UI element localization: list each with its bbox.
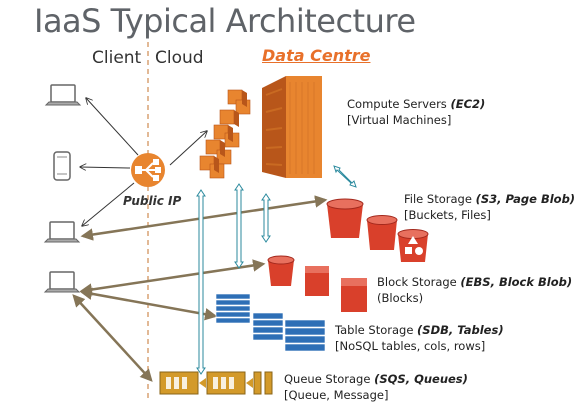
- compute-servers-icon: [199, 76, 322, 179]
- mobile-phone-icon: [53, 151, 71, 181]
- cloud-region-label: Cloud: [155, 48, 204, 68]
- data-centre-label: Data Centre: [262, 46, 371, 65]
- table-storage-icon: [215, 293, 326, 352]
- block-storage-label: Block Storage (EBS, Block Blob) (Blocks): [377, 275, 573, 305]
- queue-storage-label: Queue Storage (SQS, Queues) [Queue, Mess…: [284, 372, 468, 402]
- block-storage-icon: [267, 255, 367, 312]
- public-ip-icon: [131, 153, 165, 187]
- internal-data-arrows: [196, 165, 357, 375]
- laptop-icon-1: [44, 84, 82, 106]
- client-region-label: Client: [92, 48, 142, 68]
- architecture-diagram: [43, 42, 429, 398]
- laptop-icon-2: [43, 221, 81, 243]
- page-title: IaaS Typical Architecture: [34, 2, 416, 40]
- laptop-icon-3: [43, 271, 81, 293]
- file-storage-buckets-icon: [326, 198, 429, 262]
- table-storage-label: Table Storage (SDB, Tables) [NoSQL table…: [335, 323, 504, 353]
- compute-servers-label: Compute Servers (EC2) [Virtual Machines]: [347, 97, 486, 127]
- public-ip-label: Public IP: [123, 194, 182, 208]
- queue-storage-icon: [159, 371, 273, 395]
- data-flow-arrows: [72, 195, 328, 382]
- file-storage-label: File Storage (S3, Page Blob) [Buckets, F…: [404, 192, 575, 222]
